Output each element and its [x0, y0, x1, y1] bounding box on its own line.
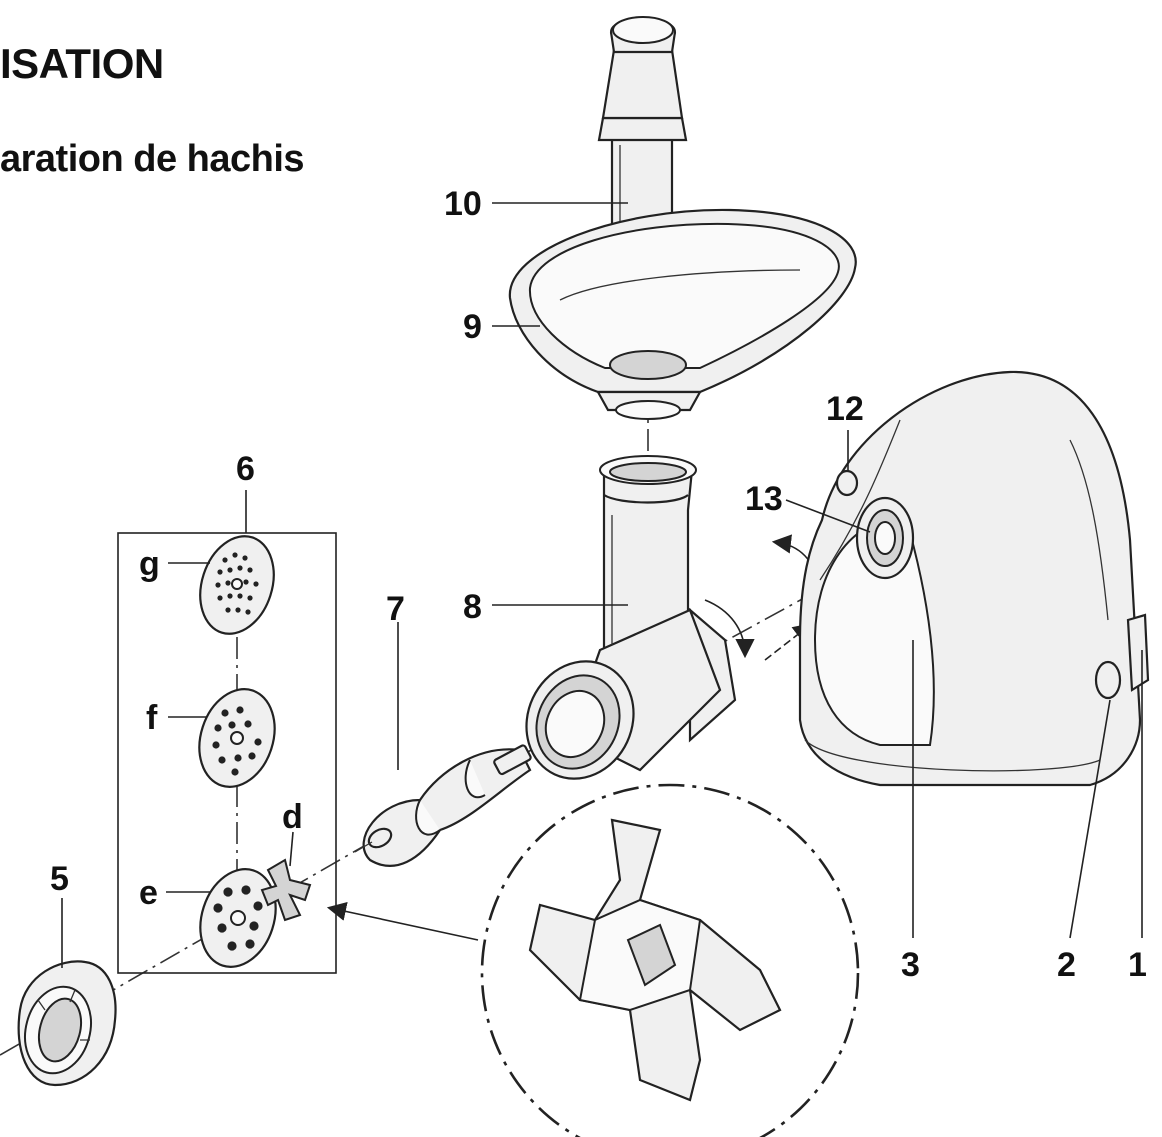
label-head: 8 — [463, 588, 482, 626]
subsection-heading: aration de hachis — [0, 138, 305, 180]
section-heading: ISATION — [0, 40, 164, 87]
disc-set-frame — [117, 532, 337, 974]
label-ring-nut: 5 — [50, 860, 69, 898]
label-tray: 9 — [463, 308, 482, 346]
leader-lines — [61, 202, 1143, 968]
label-disc-g: g — [139, 545, 160, 583]
blade-d — [260, 858, 312, 922]
ring-nut — [17, 960, 117, 1087]
label-control-2: 2 — [1057, 946, 1076, 984]
label-body: 3 — [901, 946, 920, 984]
label-pusher: 10 — [444, 185, 482, 223]
part-labels: 10 9 8 7 6 g f e d 5 12 13 3 2 1 — [50, 185, 1147, 984]
label-auger: 7 — [386, 590, 405, 628]
grinder-head — [525, 455, 737, 780]
disc-e-coarse — [199, 868, 277, 968]
disc-g-fine — [199, 535, 275, 635]
motor-body — [798, 370, 1150, 787]
label-motor-unit: 1 — [1128, 946, 1147, 984]
blade-detail-inset — [326, 783, 860, 1137]
label-disc-f: f — [146, 699, 158, 737]
feed-tray — [508, 208, 857, 420]
label-button-12: 12 — [826, 390, 864, 428]
label-blade-d: d — [282, 798, 303, 836]
disc-f-medium — [198, 688, 276, 788]
label-disc-set: 6 — [236, 450, 255, 488]
label-disc-e: e — [139, 874, 158, 912]
auger — [354, 744, 532, 867]
label-drive-13: 13 — [745, 480, 783, 518]
